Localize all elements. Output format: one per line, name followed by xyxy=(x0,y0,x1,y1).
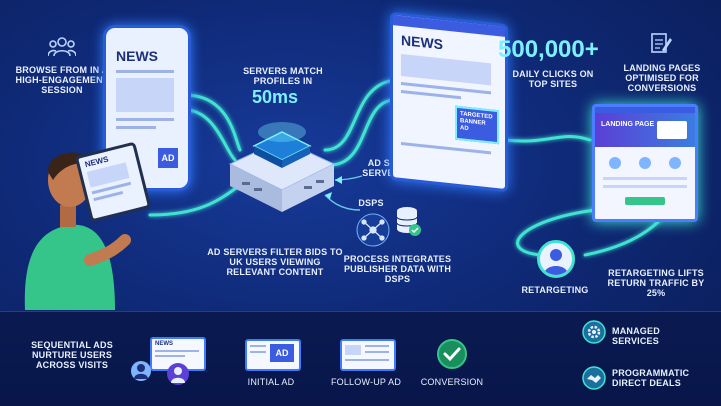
flow-line-phone-to-server xyxy=(183,93,242,152)
retargeting-lift-label: RETARGETING LIFTS RETURN TRAFFIC BY 25% xyxy=(607,268,705,298)
targeted-banner-ad: TARGETED BANNER AD xyxy=(455,105,499,145)
initial-ad-box: AD xyxy=(270,344,294,362)
landing-label: LANDING PAGES OPTIMISED FOR CONVERSIONS xyxy=(623,63,701,93)
landing-page-window: LANDING PAGE xyxy=(592,104,698,222)
servers-match-label: SERVERS MATCH PROFILES IN xyxy=(243,66,323,86)
database-icon xyxy=(396,207,421,236)
programmatic-label: PROGRAMMATIC DIRECT DEALS xyxy=(612,368,690,388)
phone-ad-box: AD xyxy=(158,148,178,168)
checkmark-icon xyxy=(437,339,467,369)
network-icon xyxy=(356,213,390,247)
bottom-news-title: NEWS xyxy=(155,341,173,347)
landing-page-title: LANDING PAGE xyxy=(601,121,655,128)
flow-line-server-to-news xyxy=(323,78,397,152)
follow-up-ad-card xyxy=(340,339,396,371)
initial-ad-label: INITIAL AD xyxy=(247,377,295,387)
news-window-title: NEWS xyxy=(401,31,443,53)
user-icon xyxy=(131,361,151,381)
conversion-label: CONVERSION xyxy=(420,377,484,387)
news-browser-window: NEWS TARGETED BANNER AD xyxy=(390,11,508,193)
process-label: PROCESS INTEGRATES PUBLISHER DATA WITH D… xyxy=(343,254,452,284)
user-icon xyxy=(544,249,568,275)
flow-line-server-to-news-2 xyxy=(328,98,397,167)
flow-line-news-to-landing xyxy=(503,135,592,143)
managed-services-label: MANAGED SERVICES xyxy=(612,326,660,346)
flow-line-landing-to-retarget xyxy=(583,218,662,257)
filter-bids-label: AD SERVERS FILTER BIDS TO UK USERS VIEWI… xyxy=(207,247,343,277)
flow-line-phone-to-server-2 xyxy=(183,108,237,162)
people-icon xyxy=(48,37,76,57)
initial-ad-card: AD xyxy=(245,339,301,371)
clicks-value: 500,000+ xyxy=(498,36,599,63)
flow-line-tablet-to-server xyxy=(148,183,242,217)
dsps-label: DSPs xyxy=(358,198,384,208)
browse-label: BROWSE FROM IN A HIGH-ENGAGEMENT SESSION xyxy=(15,65,109,95)
servers-match-time: 50ms xyxy=(252,87,299,107)
phone-device: NEWS AD xyxy=(103,25,191,191)
user-icon xyxy=(167,363,189,385)
retargeting-avatar xyxy=(537,240,575,278)
ad-server-icon xyxy=(228,122,336,212)
sequential-label: SEQUENTIAL ADS NURTURE USERS ACROSS VISI… xyxy=(31,340,113,370)
document-edit-icon xyxy=(651,33,672,53)
handshake-icon xyxy=(582,366,606,390)
retargeting-label: RETARGETING xyxy=(521,285,589,295)
follow-up-ad-label: FOLLOW-UP AD xyxy=(330,377,402,387)
phone-news-title: NEWS xyxy=(116,48,158,64)
gear-icon xyxy=(582,320,606,344)
flow-line-retargeting-loop xyxy=(516,208,597,257)
clicks-label: DAILY CLICKS ON TOP SITES xyxy=(512,69,594,89)
